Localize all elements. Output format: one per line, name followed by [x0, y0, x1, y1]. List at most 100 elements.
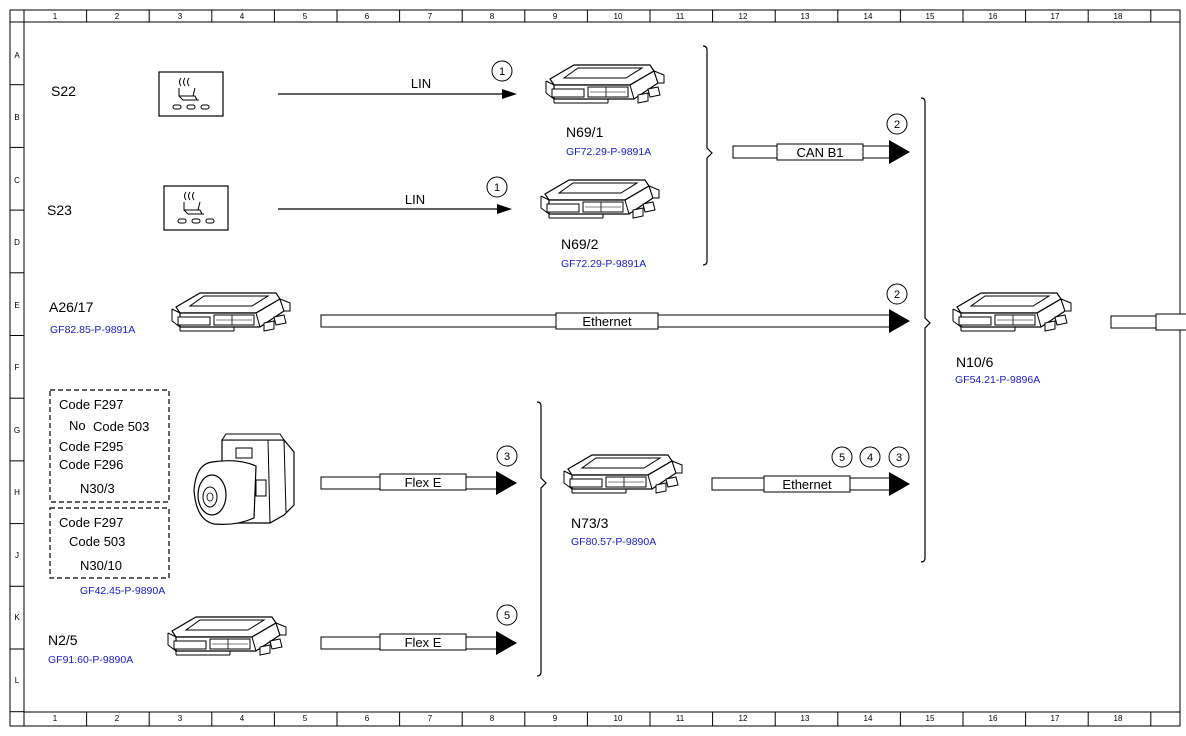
- row-labels: A B C D E F G H J K L: [14, 51, 20, 685]
- s22-switch: S22: [51, 71, 224, 117]
- col-label: 2: [115, 714, 120, 723]
- col-label: 6: [365, 714, 370, 723]
- flex-e-esp-line: Flex E 3: [320, 445, 518, 495]
- s23-label: S23: [47, 202, 72, 218]
- n69-2-label: N69/2: [561, 236, 599, 252]
- row-label: C: [14, 176, 20, 185]
- n2-5-ref: GF91.60-P-9890A: [48, 654, 133, 666]
- code-box-2: Code F297 Code 503 N30/10: [49, 507, 170, 579]
- arrow-icon: [889, 309, 910, 333]
- n10-6-module: N10/6 GF54.21-P-9896A: [952, 292, 1072, 386]
- bracket-n73: [536, 401, 547, 677]
- col-label: 17: [1051, 714, 1060, 723]
- n10-6-label: N10/6: [956, 354, 994, 370]
- row-label: J: [15, 551, 19, 560]
- marker-number: 5: [839, 452, 845, 464]
- row-label: F: [15, 363, 20, 372]
- n69-2-module: N69/2 GF72.29-P-9891A: [540, 179, 660, 270]
- col-label: 12: [739, 714, 748, 723]
- control-unit-icon: [952, 292, 1072, 332]
- outgoing-line: [1110, 313, 1186, 331]
- col-label: 18: [1114, 714, 1123, 723]
- s22-label: S22: [51, 83, 76, 99]
- n69-1-ref: GF72.29-P-9891A: [566, 146, 651, 158]
- control-unit-icon: [171, 292, 291, 332]
- marker-number: 1: [494, 182, 500, 194]
- control-unit-icon: [545, 64, 665, 104]
- marker-number: 5: [504, 610, 510, 622]
- flex-e-label: Flex E: [405, 635, 442, 650]
- row-label: A: [14, 51, 20, 60]
- lin-label: LIN: [411, 76, 431, 91]
- can-b1-line: CAN B1 2: [732, 113, 910, 164]
- grid-frame: [9, 9, 1181, 727]
- control-unit-icon: [563, 454, 683, 494]
- code-text: Code 503: [93, 419, 149, 434]
- code-text: Code F297: [59, 515, 123, 530]
- marker-number: 1: [499, 66, 505, 78]
- col-label: 4: [240, 714, 245, 723]
- col-label: 11: [676, 12, 685, 21]
- row-label: L: [15, 676, 20, 685]
- col-label: 13: [801, 714, 810, 723]
- n69-1-module: N69/1 GF72.29-P-9891A: [545, 64, 665, 158]
- col-label: 11: [676, 714, 685, 723]
- marker-number: 4: [867, 452, 873, 464]
- marker-number: 3: [504, 451, 510, 463]
- code-text: Code F296: [59, 457, 123, 472]
- col-label: 12: [739, 12, 748, 21]
- n69-2-ref: GF72.29-P-9891A: [561, 258, 646, 270]
- esp-ref: GF42.45-P-9890A: [80, 585, 165, 597]
- row-label: G: [14, 426, 20, 435]
- col-label: 17: [1051, 12, 1060, 21]
- col-label: 3: [178, 12, 183, 21]
- col-label: 7: [428, 714, 433, 723]
- row-label: B: [14, 113, 19, 122]
- col-label: 1: [53, 714, 58, 723]
- flex-e-n25-line: Flex E 5: [320, 604, 518, 655]
- col-label: 7: [428, 12, 433, 21]
- col-label: 15: [926, 714, 935, 723]
- column-labels-bottom: 1 2 3 4 5 6 7 8 9 10 11 12 13 14 15 16 1…: [53, 714, 1123, 723]
- n10-6-ref: GF54.21-P-9896A: [955, 374, 1040, 386]
- col-label: 4: [240, 12, 245, 21]
- col-label: 5: [303, 12, 308, 21]
- marker-number: 3: [896, 452, 902, 464]
- ethernet-label: Ethernet: [582, 314, 632, 329]
- col-label: 16: [989, 714, 998, 723]
- col-label: 16: [989, 12, 998, 21]
- col-label: 9: [553, 714, 558, 723]
- col-label: 10: [614, 714, 623, 723]
- col-label: 9: [553, 12, 558, 21]
- bracket-n69: [702, 45, 713, 266]
- col-label: 1: [53, 12, 58, 21]
- bracket-n10: [920, 97, 931, 563]
- control-unit-icon: [540, 179, 660, 219]
- ethernet-a26-line: Ethernet 2: [320, 283, 910, 333]
- n73-3-module: N73/3 GF80.57-P-9890A: [563, 454, 683, 548]
- arrow-icon: [889, 140, 910, 164]
- n2-5-module: N2/5 GF91.60-P-9890A: [48, 616, 287, 666]
- n73-3-ref: GF80.57-P-9890A: [571, 536, 656, 548]
- row-label: E: [14, 301, 19, 310]
- col-label: 5: [303, 714, 308, 723]
- n73-3-label: N73/3: [571, 515, 609, 531]
- arrow-icon: [502, 89, 517, 99]
- control-unit-icon: [167, 616, 287, 656]
- col-label: 8: [490, 12, 495, 21]
- col-label: 8: [490, 714, 495, 723]
- row-label: H: [14, 488, 20, 497]
- marker-number: 2: [894, 289, 900, 301]
- code-box-1: Code F297 No Code 503 Code F295 Code F29…: [49, 389, 170, 503]
- col-label: 2: [115, 12, 120, 21]
- seat-heater-switch-icon: [163, 185, 229, 231]
- code-text: Code 503: [69, 534, 125, 549]
- a26-17-label: A26/17: [49, 299, 94, 315]
- col-label: 14: [864, 714, 873, 723]
- s23-switch: S23: [47, 185, 229, 231]
- col-label: 6: [365, 12, 370, 21]
- lin-line-2: LIN 1: [278, 176, 512, 214]
- code-text: No: [69, 418, 86, 433]
- arrow-icon: [496, 471, 517, 495]
